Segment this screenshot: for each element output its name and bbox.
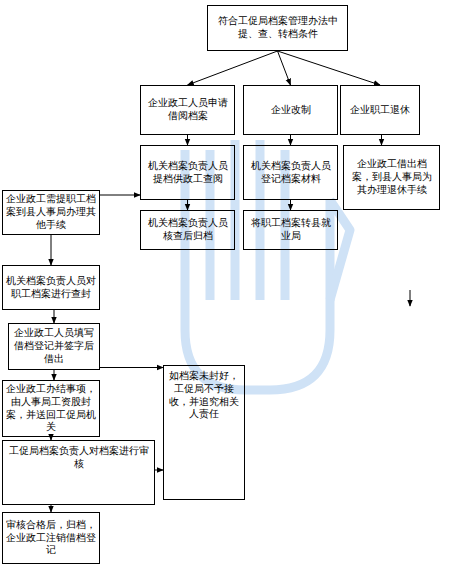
process-box: 企业政工办结事项，由人事局工资股封案，并送回工促局机关 bbox=[2, 380, 100, 437]
flow-arrow bbox=[187, 200, 188, 210]
box-label: 企业政工借出档案，到县人事局为其办理退休手续 bbox=[347, 158, 436, 196]
box-label: 机关档案负责人员提档供政工查阅 bbox=[144, 160, 231, 186]
flow-arrow bbox=[54, 310, 55, 323]
flow-arrow bbox=[51, 235, 52, 265]
process-box: 符合工促局档案管理办法中提、查、转档条件 bbox=[207, 5, 348, 51]
process-box: 企业政工人员填写借档登记并签字后借出 bbox=[8, 323, 100, 370]
flow-arrow bbox=[155, 470, 163, 471]
flow-arrow bbox=[278, 51, 381, 85]
box-label: 机关档案负责人员登记档案材料 bbox=[247, 160, 334, 186]
box-label: 企业职工退休 bbox=[350, 104, 410, 117]
box-text-group: 机关档案负责人员登记档案材料 bbox=[247, 160, 334, 186]
flow-arrow bbox=[381, 135, 382, 145]
process-box: 企业政工借出档案，到县人事局为其办理退休手续 bbox=[343, 145, 440, 210]
process-box: 企业政工人员申请借阅档案 bbox=[140, 85, 235, 135]
box-label: 将职工档案转县就业局 bbox=[247, 217, 334, 243]
box-label: 企业政工人员填写借档登记并签字后借出 bbox=[12, 327, 96, 365]
box-text-group: 企业政工借出档案，到县人事局为其办理退休手续 bbox=[347, 158, 436, 196]
process-box: 企业改制 bbox=[243, 85, 338, 135]
box-text-group: 企业政工需提职工档案到县人事局办理其他手续 bbox=[6, 193, 96, 231]
flow-arrow bbox=[100, 367, 163, 368]
box-label: 企业政工需提职工档案到县人事局办理其他手续 bbox=[6, 193, 96, 231]
box-text-group: 企业政工办结事项，由人事局工资股封案，并送回工促局机关 bbox=[6, 383, 96, 434]
flow-arrow bbox=[51, 505, 52, 512]
process-box: 机关档案负责人员提档供政工查阅 bbox=[140, 145, 235, 200]
box-text-group: 机关档案负责人员核查后归档 bbox=[144, 217, 231, 243]
box-label: 如档案未封好，工促局不予接收，并追究相关人责任 bbox=[167, 370, 241, 421]
stray-arrow bbox=[410, 290, 411, 306]
box-text-group: 企业政工人员填写借档登记并签字后借出 bbox=[12, 327, 96, 365]
box-label: 企业政工办结事项，由人事局工资股封案，并送回工促局机关 bbox=[6, 383, 96, 434]
box-label: 审核合格后，归档，企业政工注销借档登记 bbox=[6, 519, 96, 557]
box-label: 企业政工人员申请借阅档案 bbox=[144, 97, 231, 123]
watermark-outline bbox=[185, 150, 330, 390]
flow-arrow bbox=[290, 200, 291, 210]
flow-arrow bbox=[278, 51, 291, 85]
flow-arrow bbox=[187, 135, 188, 145]
box-label: 符合工促局档案管理办法中提、查、转档条件 bbox=[211, 15, 344, 41]
box-label: 企业改制 bbox=[271, 104, 311, 117]
process-box: 工促局档案负责人对档案进行审核 bbox=[2, 440, 155, 505]
box-text-group: 符合工促局档案管理办法中提、查、转档条件 bbox=[211, 15, 344, 41]
box-text-group: 如档案未封好，工促局不予接收，并追究相关人责任 bbox=[167, 370, 241, 421]
box-text-group: 企业职工退休 bbox=[350, 104, 410, 117]
box-text-group: 将职工档案转县就业局 bbox=[247, 217, 334, 243]
box-text-group: 企业改制 bbox=[271, 104, 311, 117]
process-box: 机关档案负责人员对职工档案进行查封 bbox=[2, 265, 100, 310]
process-box: 企业政工需提职工档案到县人事局办理其他手续 bbox=[2, 190, 100, 235]
process-box: 机关档案负责人员核查后归档 bbox=[140, 210, 235, 250]
box-text-group: 审核合格后，归档，企业政工注销借档登记 bbox=[6, 519, 96, 557]
watermark-thumb bbox=[330, 200, 350, 300]
flow-arrow bbox=[54, 370, 55, 380]
process-box: 机关档案负责人员登记档案材料 bbox=[243, 145, 338, 200]
box-label: 机关档案负责人员对职工档案进行查封 bbox=[6, 275, 96, 301]
flow-arrow bbox=[188, 51, 278, 85]
box-text-group: 企业政工人员申请借阅档案 bbox=[144, 97, 231, 123]
flow-arrow bbox=[290, 135, 291, 145]
box-text-group: 机关档案负责人员提档供政工查阅 bbox=[144, 160, 231, 186]
process-box: 企业职工退休 bbox=[340, 85, 420, 135]
box-text-group: 机关档案负责人员对职工档案进行查封 bbox=[6, 275, 96, 301]
process-box: 审核合格后，归档，企业政工注销借档登记 bbox=[2, 512, 100, 564]
flow-arrow bbox=[100, 195, 140, 196]
box-label: 工促局档案负责人对档案进行审核 bbox=[6, 445, 151, 471]
box-label: 机关档案负责人员核查后归档 bbox=[144, 217, 231, 243]
box-text-group: 工促局档案负责人对档案进行审核 bbox=[6, 445, 151, 471]
process-box: 如档案未封好，工促局不予接收，并追究相关人责任 bbox=[163, 365, 245, 500]
process-box: 将职工档案转县就业局 bbox=[243, 210, 338, 250]
